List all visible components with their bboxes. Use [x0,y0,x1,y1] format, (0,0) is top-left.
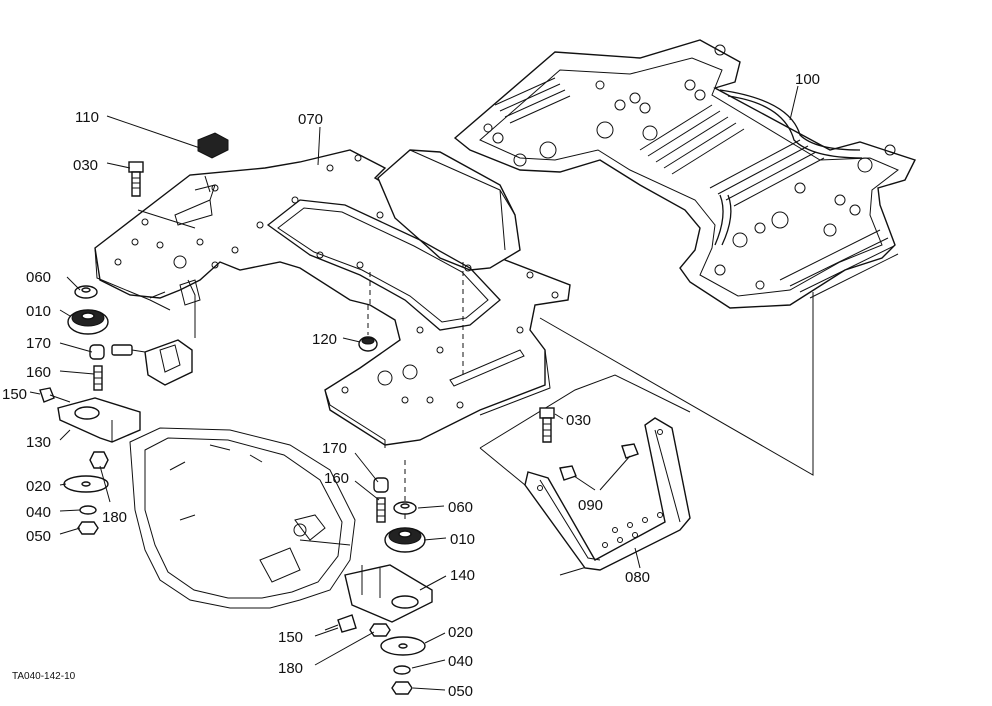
label-070: 070 [298,111,323,128]
label-020-left: 020 [26,478,51,495]
part-labels: 100 110 070 030 060 010 170 160 150 130 … [2,71,820,700]
label-120: 120 [312,331,337,348]
part-030-bolt-right [539,407,555,443]
leader-lines [29,85,799,691]
floor-mat [453,39,916,309]
transmission-housing [129,427,356,609]
label-080: 080 [625,569,650,586]
label-140: 140 [450,567,475,584]
part-120-grommet [358,336,378,352]
switch-bracket [111,339,193,386]
part-080-step-bracket [524,417,691,571]
label-020-right: 020 [448,624,473,641]
label-170-left: 170 [26,335,51,352]
label-150-left: 150 [2,386,27,403]
label-160-left: 160 [26,364,51,381]
label-100: 100 [795,71,820,88]
label-060-right: 060 [448,499,473,516]
label-030-left: 030 [73,157,98,174]
label-110: 110 [75,109,99,126]
label-060-left: 060 [26,269,51,286]
guide-lines [137,209,814,576]
label-010-left: 010 [26,303,51,320]
label-170-right: 170 [322,440,347,457]
label-040-right: 040 [448,653,473,670]
left-mount-stack [39,285,141,535]
label-050-right: 050 [448,683,473,700]
label-180-right: 180 [278,660,303,677]
label-030-right: 030 [566,412,591,429]
label-150-right: 150 [278,629,303,646]
right-mount-stack [324,477,433,695]
reference-code: TA040-142-10 [12,671,76,682]
label-040-left: 040 [26,504,51,521]
part-030-bolt-left [128,161,144,197]
label-180-left: 180 [102,509,127,526]
label-160-right: 160 [324,470,349,487]
label-010-right: 010 [450,531,475,548]
label-090: 090 [578,497,603,514]
part-110-stopper [197,132,229,193]
label-050-left: 050 [26,528,51,545]
main-frame-plate [94,149,571,448]
label-130: 130 [26,434,51,451]
